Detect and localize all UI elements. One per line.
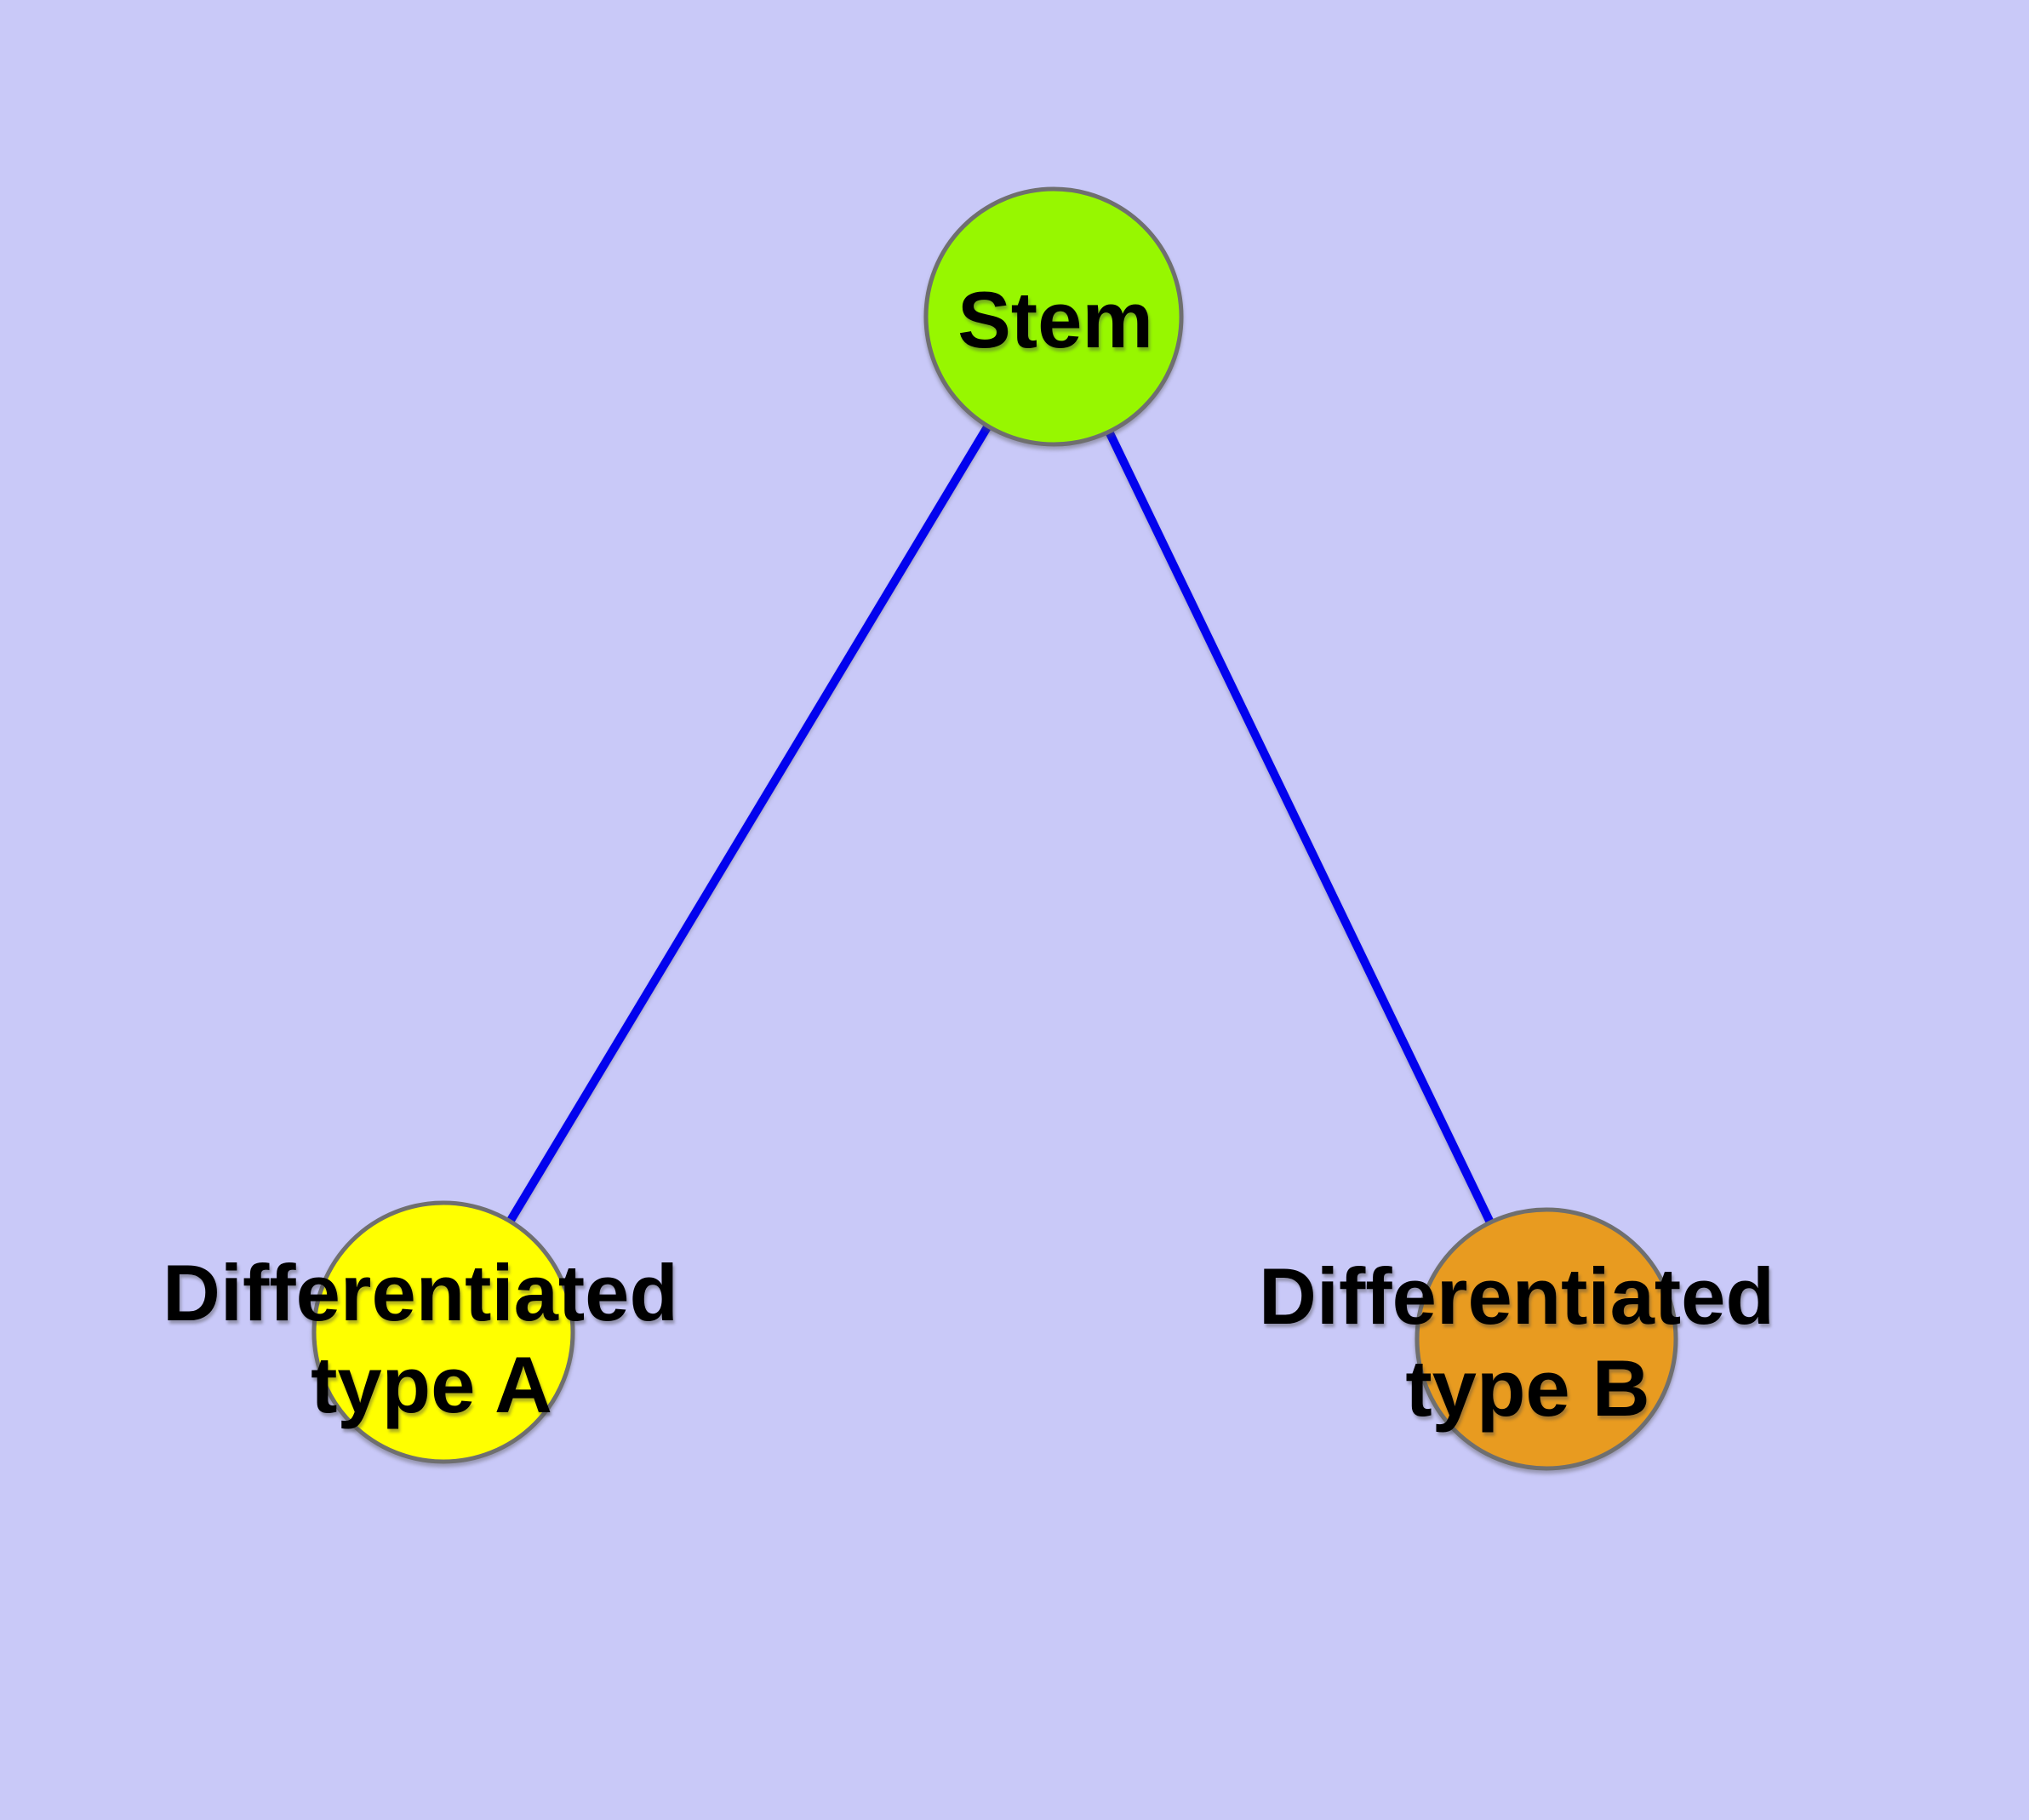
label-line-differentiated: Differentiated	[163, 1248, 678, 1337]
edge-stem-to-differentiated-type-b	[1049, 314, 1551, 1342]
node-differentiated-type-b-circle	[1415, 1207, 1678, 1471]
node-stem-circle	[923, 186, 1184, 447]
node-differentiated-type-b-label: Differentiated type B	[1259, 1251, 1797, 1433]
node-stem-label: Stem	[957, 275, 1153, 364]
label-line-differentiated: Differentiated	[1259, 1251, 1775, 1341]
node-differentiated-type-a-circle	[311, 1200, 575, 1464]
label-line-type-a: type A	[311, 1340, 552, 1429]
edge-stem-to-differentiated-type-a	[439, 314, 1058, 1335]
node-differentiated-type-a-label: Differentiated type A	[163, 1248, 700, 1429]
label-line-type-b: type B	[1405, 1343, 1649, 1433]
